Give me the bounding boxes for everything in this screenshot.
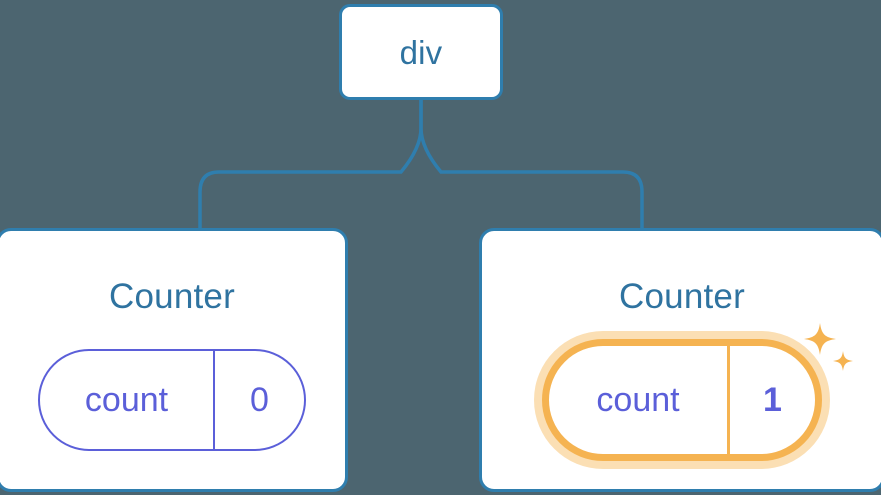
state-pill-highlighted[interactable]: count 1 bbox=[542, 339, 822, 461]
root-node-label: div bbox=[399, 33, 443, 71]
state-pill[interactable]: count 0 bbox=[38, 349, 306, 451]
state-key: count bbox=[40, 351, 215, 449]
state-key: count bbox=[549, 346, 730, 454]
component-title: Counter bbox=[619, 277, 745, 316]
state-value: 1 bbox=[763, 381, 782, 419]
component-card-counter-left[interactable]: Counter count 0 bbox=[0, 228, 348, 492]
root-node-div[interactable]: div bbox=[339, 4, 503, 100]
state-pill-highlight-halo: count 1 bbox=[534, 331, 830, 469]
component-title: Counter bbox=[109, 277, 235, 316]
state-value: 0 bbox=[250, 381, 269, 419]
state-pill-container-highlighted: count 1 bbox=[482, 331, 881, 469]
state-pill-container: count 0 bbox=[0, 349, 345, 451]
component-card-counter-right[interactable]: Counter count 1 bbox=[479, 228, 881, 492]
